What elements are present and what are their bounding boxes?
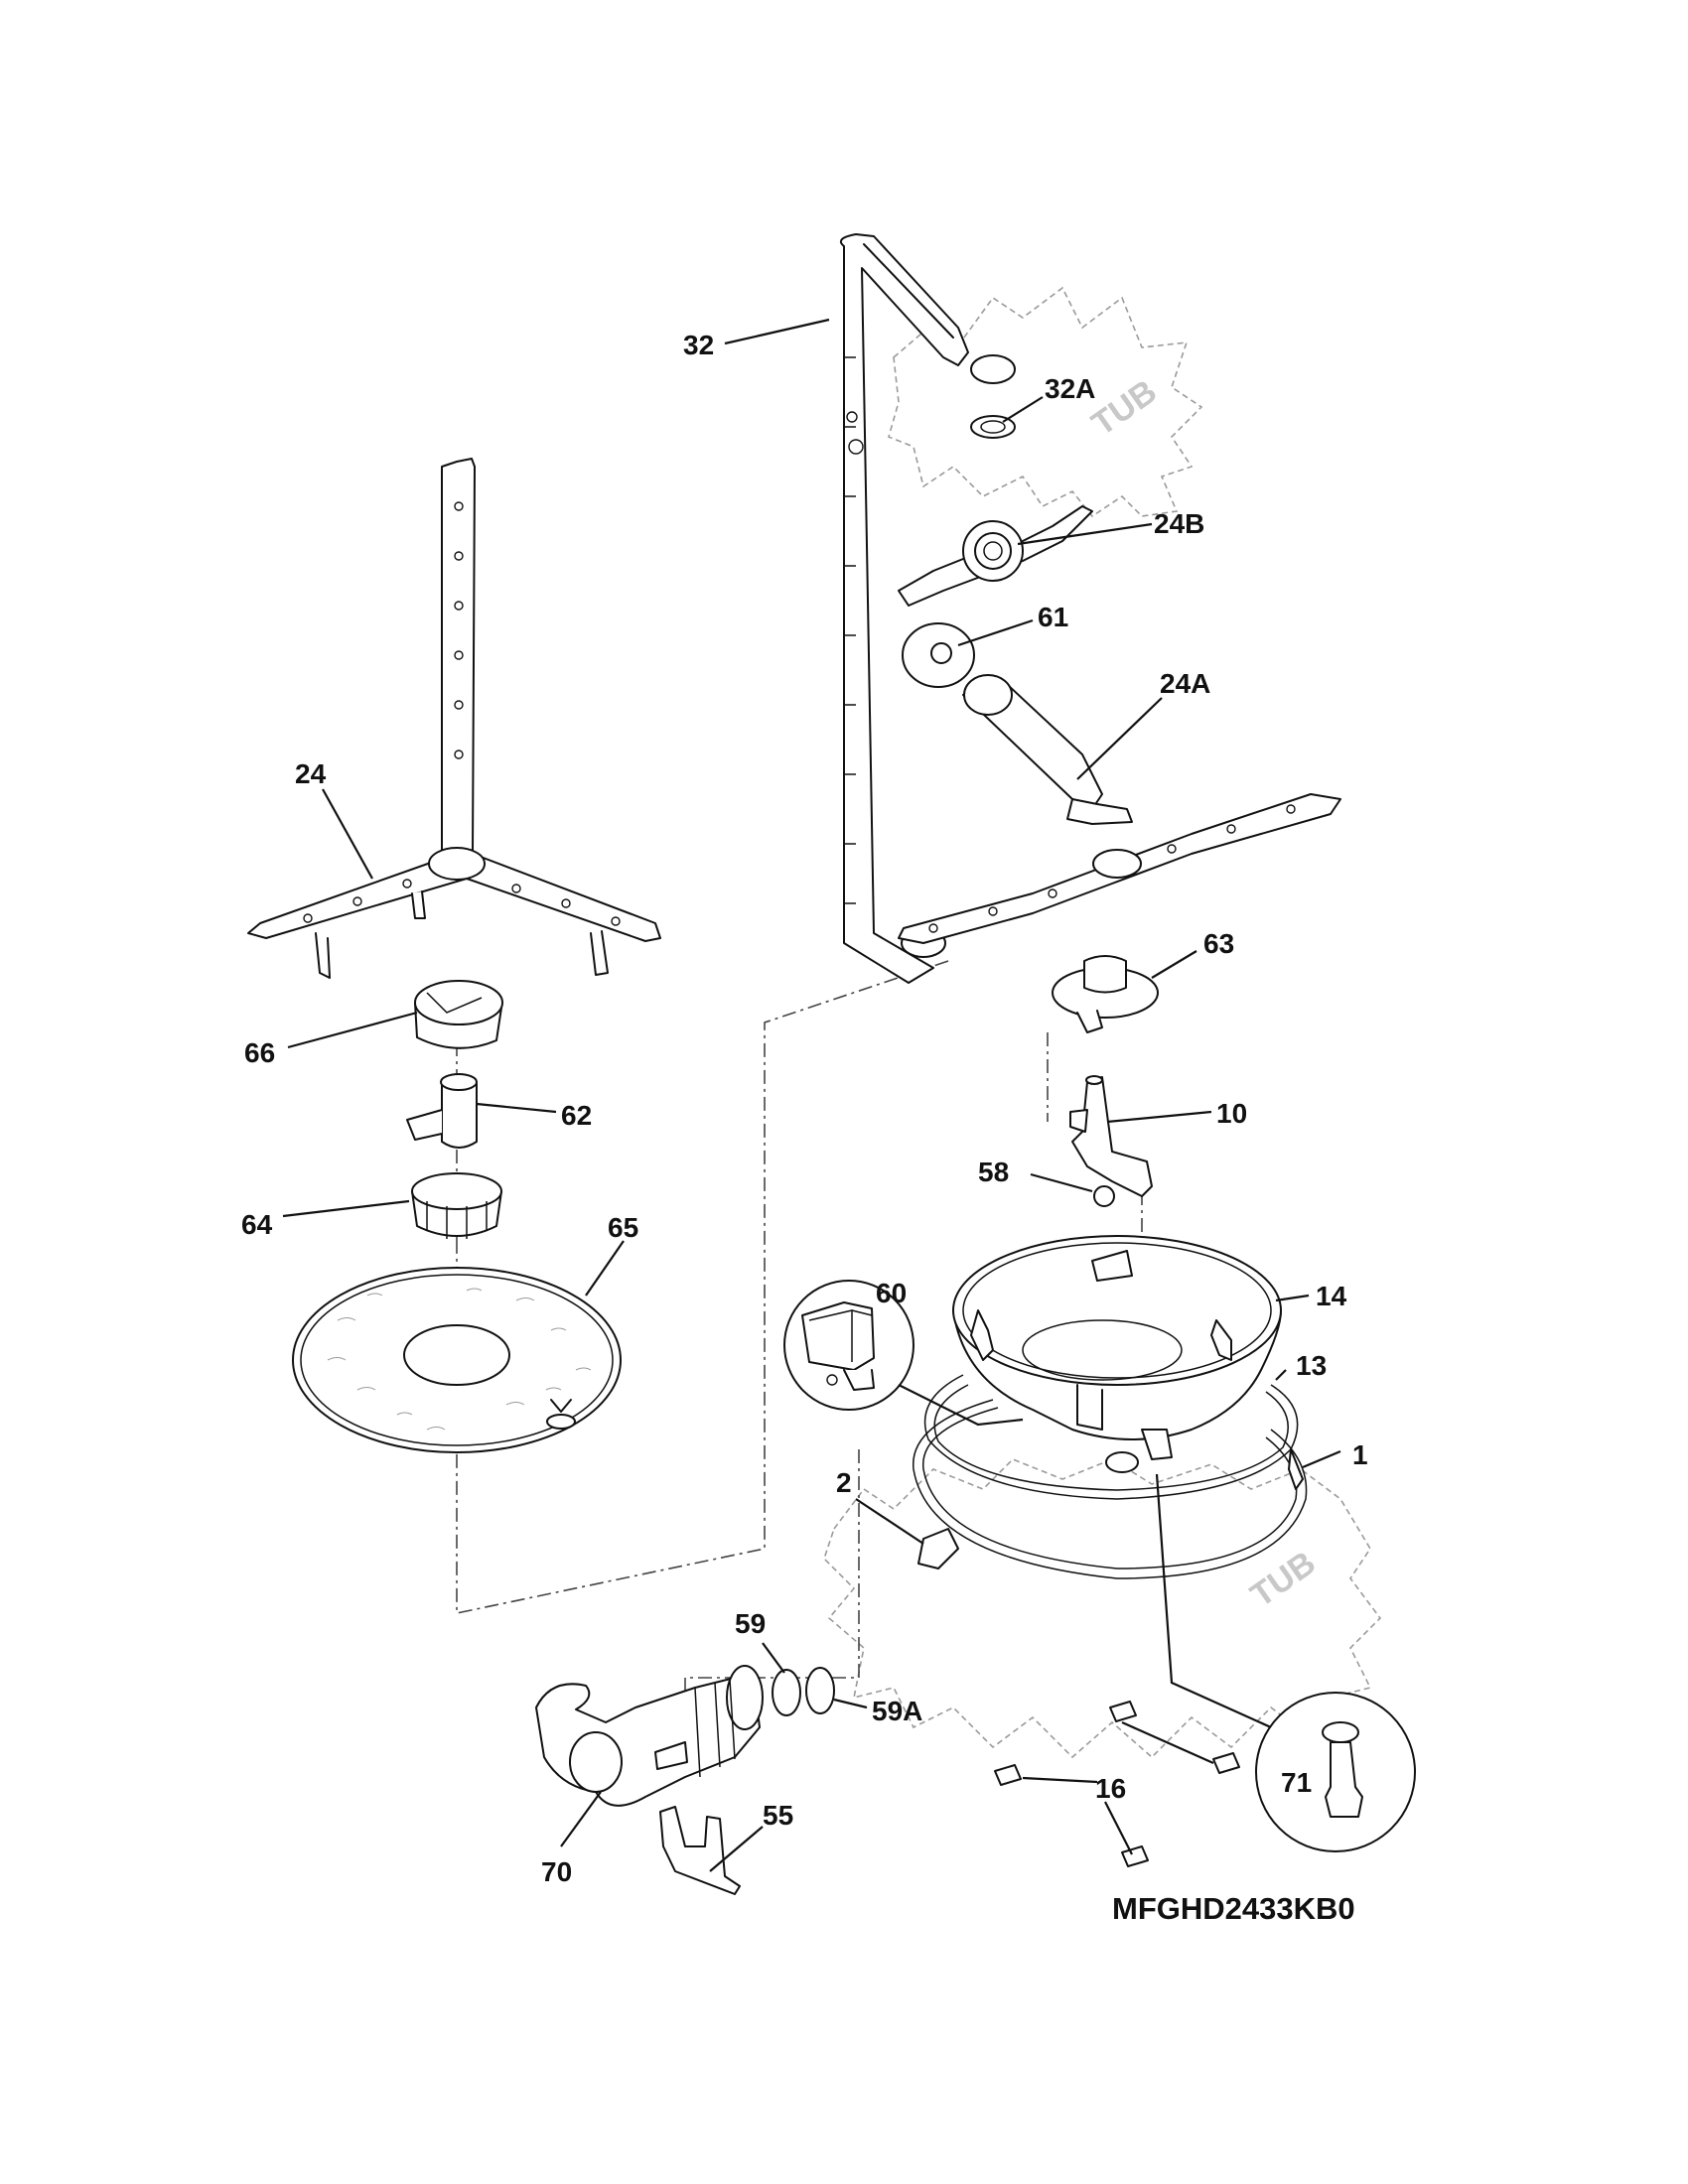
clip-16a [1109, 1701, 1137, 1722]
callout-65: 65 [608, 1212, 638, 1243]
o-ring-part-59a [805, 1667, 835, 1714]
ball-part-58 [1093, 1185, 1115, 1207]
callout-70: 70 [541, 1856, 572, 1887]
sump-part-14 [952, 1235, 1282, 1473]
callout-14: 14 [1316, 1281, 1347, 1311]
callout-13: 13 [1296, 1350, 1327, 1381]
callout-58: 58 [978, 1157, 1009, 1187]
o-ring-part-59 [772, 1669, 801, 1716]
fine-filter-part-65 [292, 1267, 622, 1453]
clip-part-2 [917, 1528, 959, 1570]
callout-62: 62 [561, 1100, 592, 1131]
callout-1: 1 [1352, 1439, 1368, 1470]
tub-cutaway-lower: TUB [823, 1458, 1382, 1759]
callout-10: 10 [1216, 1098, 1247, 1129]
callout-71: 71 [1281, 1767, 1312, 1798]
clip-16d [1121, 1845, 1149, 1867]
hub-part-66 [414, 980, 503, 1049]
callout-24a: 24A [1160, 668, 1210, 699]
clip-16b [1212, 1752, 1240, 1774]
pump-part-70 [535, 1665, 764, 1807]
mounting-clips-part-16 [994, 1701, 1240, 1867]
clip-16c [994, 1764, 1022, 1786]
tube-outlet-nozzle [970, 354, 1016, 384]
valve-inset-part-60 [783, 1280, 1024, 1427]
callout-63: 63 [1203, 928, 1234, 959]
callout-61: 61 [1038, 602, 1068, 632]
callout-64: 64 [241, 1209, 273, 1240]
leader-lines [282, 318, 1341, 1872]
sensor-inset-part-71 [1155, 1473, 1416, 1852]
callout-59a: 59A [872, 1696, 922, 1726]
callout-66: 66 [244, 1037, 275, 1068]
callout-24: 24 [295, 758, 327, 789]
callout-59: 59 [735, 1608, 766, 1639]
inlet-part-62 [406, 1073, 478, 1149]
shield-disc-part-61 [902, 622, 975, 688]
upper-spray-arm-part-24b [898, 505, 1093, 607]
diverter-part-10 [1069, 1075, 1153, 1197]
tub-ring-part-1 [913, 1399, 1308, 1579]
callout-60: 60 [876, 1278, 907, 1308]
callout-32: 32 [683, 330, 714, 360]
callout-labels: 32 32A 24B 61 24A 24 66 62 64 65 63 10 5… [241, 330, 1368, 1887]
filter-basket-part-64 [411, 1172, 502, 1239]
bracket-part-55 [659, 1806, 741, 1895]
model-number: MFGHD2433KB0 [1112, 1891, 1355, 1926]
gasket-part-13 [923, 1374, 1299, 1500]
tub-cutaway-upper: TUB [888, 286, 1203, 518]
lower-spray-arm-part-24 [247, 458, 661, 979]
callout-32a: 32A [1045, 373, 1095, 404]
cover-part-63 [1052, 955, 1159, 1033]
callout-2: 2 [836, 1467, 852, 1498]
callout-16: 16 [1095, 1773, 1126, 1804]
callout-24b: 24B [1154, 508, 1204, 539]
callout-55: 55 [763, 1800, 793, 1831]
middle-spray-arm-part-24a [898, 674, 1341, 944]
